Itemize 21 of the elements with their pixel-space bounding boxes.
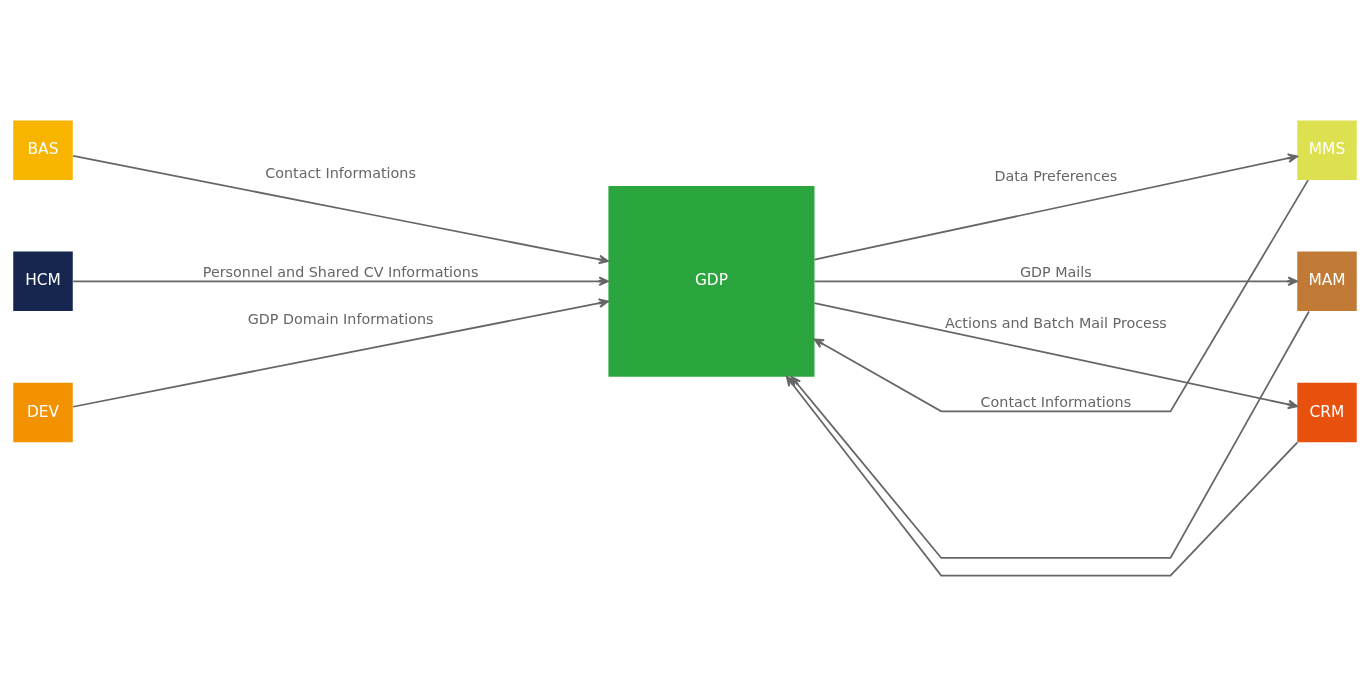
node-box: BAS [13,119,73,180]
arrow [72,297,609,408]
edge-label: Personnel and Shared CV Informations [202,263,479,280]
node-box: MMS [1297,119,1357,180]
arrow [72,154,609,264]
node-box: HCM [13,251,73,311]
arrow [813,275,1298,286]
edge-label: GDP Mails [1019,263,1092,280]
arrow [813,152,1298,260]
arrow [72,275,609,286]
edge-label: GDP Domain Informations [247,310,434,327]
edge-label: Data Preferences [994,167,1118,184]
node-box: DEV [13,382,73,442]
arrow [813,301,1298,409]
node-box: GDP [608,185,815,377]
node-box: MAM [1297,251,1357,311]
edge-label: Contact Informations [265,164,416,181]
edge-label: Contact Informations [980,393,1132,410]
arrow [813,178,1309,412]
node-box: CRM [1297,382,1357,442]
edge-label: Actions and Batch Mail Process [944,314,1167,331]
